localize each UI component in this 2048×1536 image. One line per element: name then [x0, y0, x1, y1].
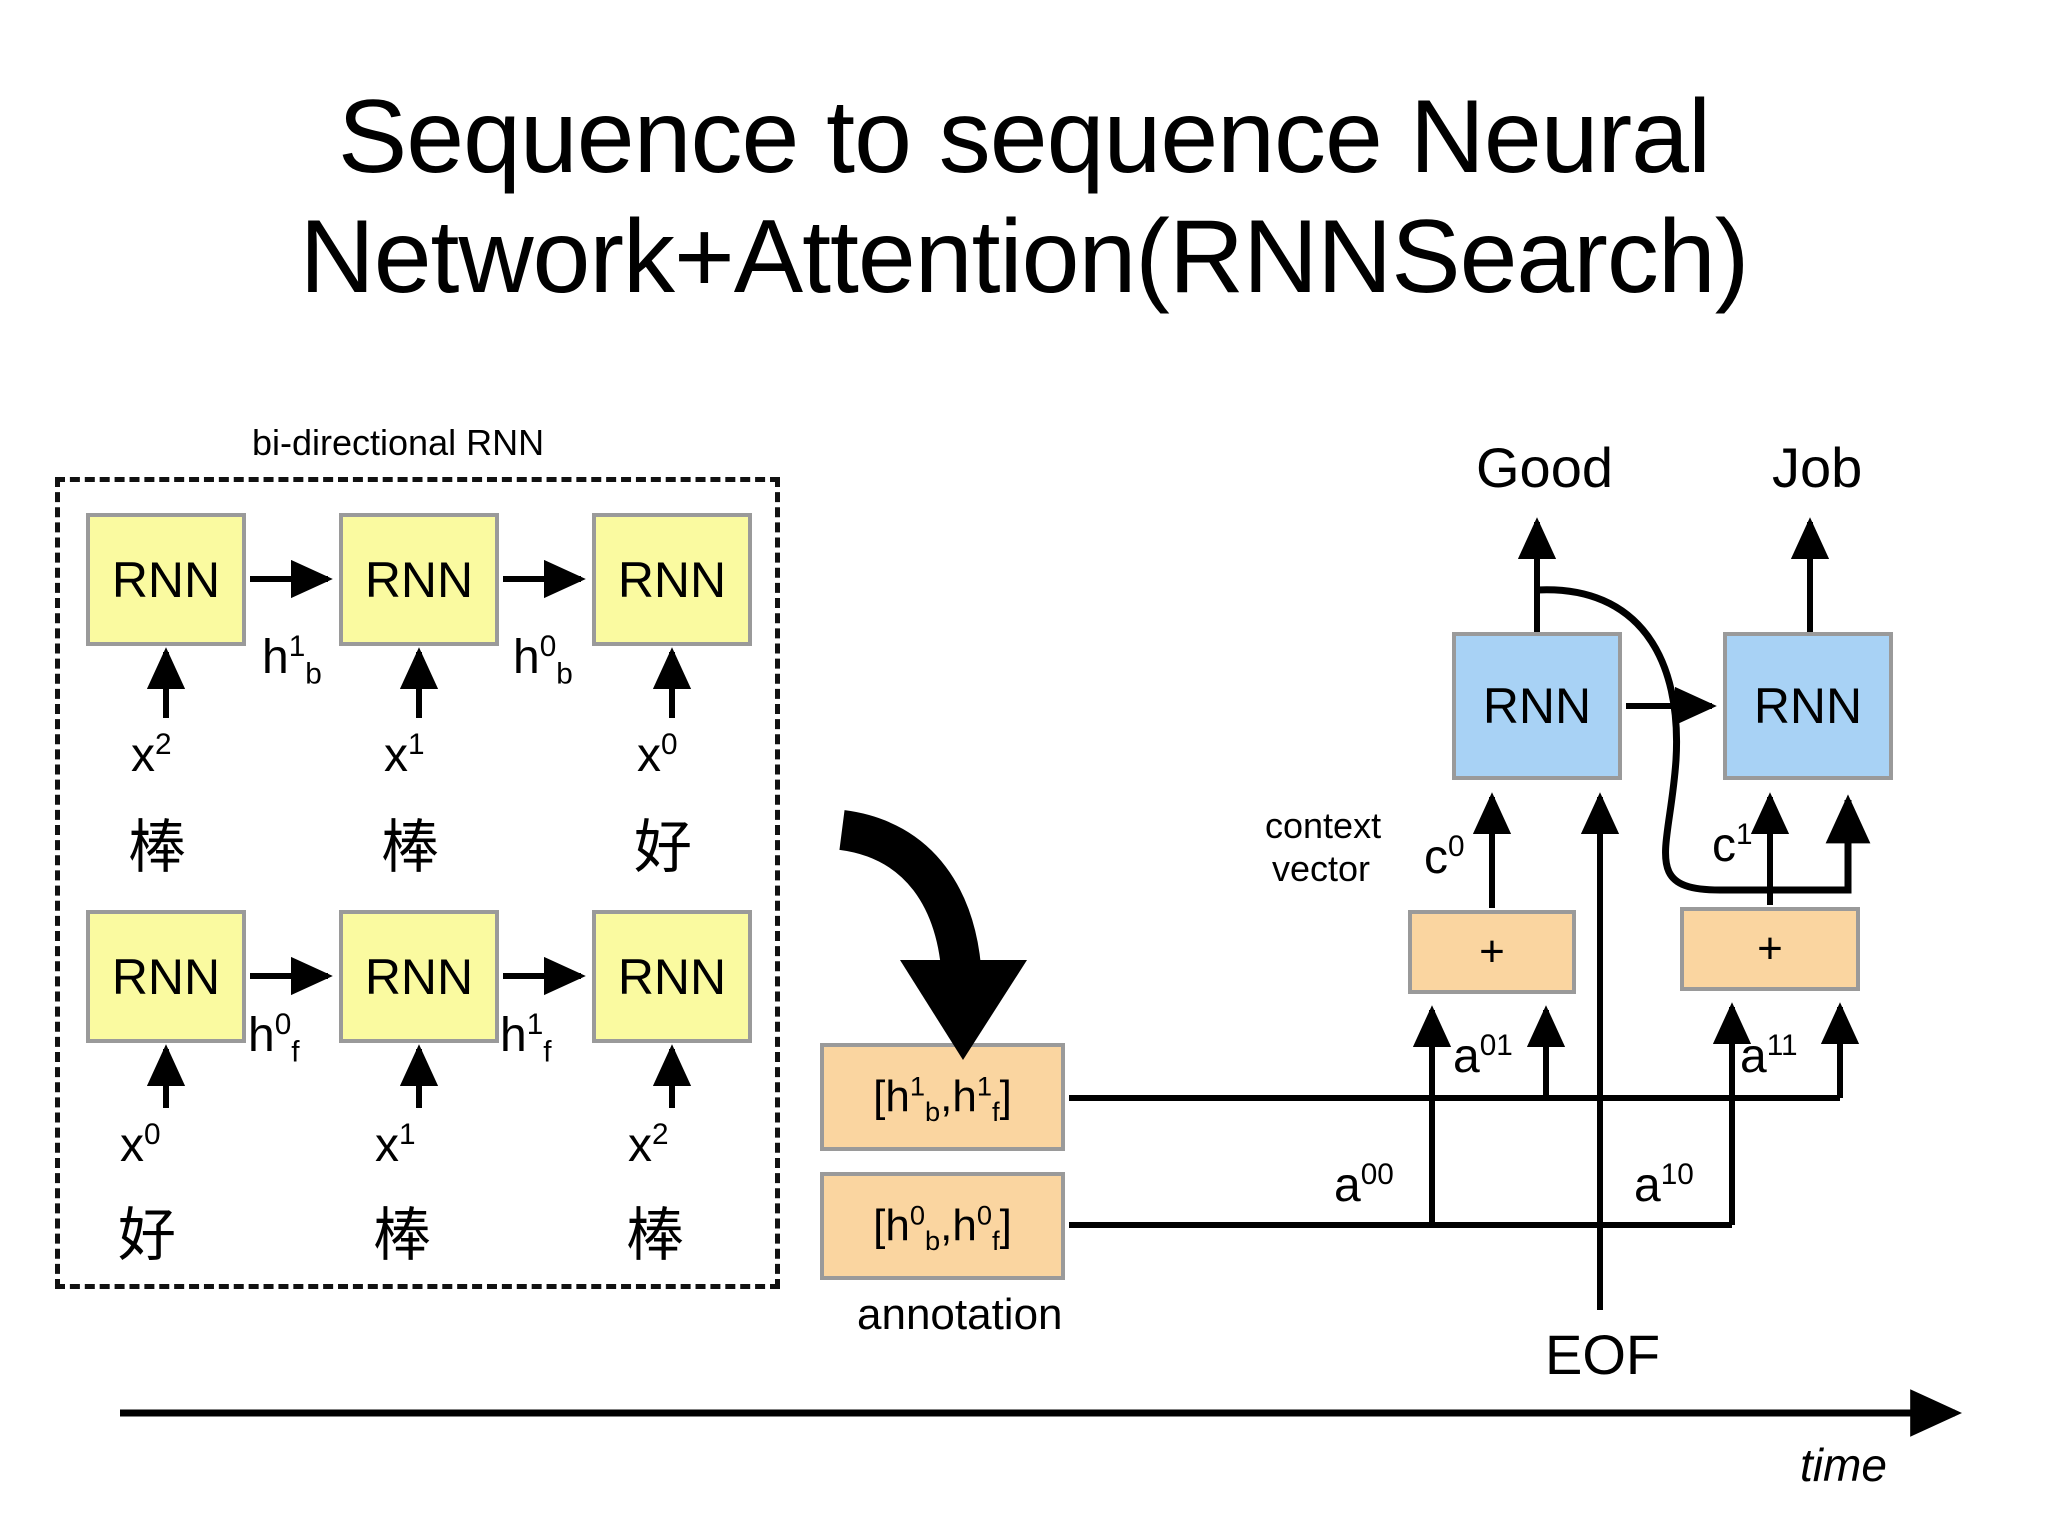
weight-superscript: 00 — [1360, 1158, 1394, 1191]
encoder-forward-token-2: 棒 — [626, 1201, 685, 1269]
bidirectional-rnn-label: bi-directional RNN — [252, 422, 545, 463]
encoder-forward-cell-0[interactable]: RNN — [86, 910, 246, 1043]
annotation-lower-text: [h0b,h0f] — [873, 1199, 1012, 1256]
sum-symbol: + — [1757, 924, 1783, 973]
context-vector-label-line2: vector — [1272, 848, 1371, 889]
hidden-label-h1b: h1b — [262, 630, 322, 691]
encoder-forward-input-symbol-1: x1 — [375, 1118, 416, 1172]
symbol-superscript: 0 — [661, 728, 678, 761]
hidden-superscript: 0 — [274, 1008, 292, 1041]
context-sum-box-1[interactable]: + — [1680, 907, 1860, 991]
attention-weight-a10: a10 — [1634, 1158, 1694, 1212]
hidden-superscript: 0 — [539, 630, 557, 663]
context-vector-c1: c1 — [1712, 818, 1753, 872]
hidden-label-h0b: h0b — [513, 630, 573, 691]
sum-symbol: + — [1479, 927, 1505, 976]
hidden-superscript: 1 — [526, 1008, 544, 1041]
hidden-label-h1f: h1f — [500, 1008, 552, 1069]
encoder-forward-token-0: 好 — [118, 1201, 177, 1269]
decoder-cell-1[interactable]: RNN — [1723, 632, 1893, 780]
encoder-backward-cell-0[interactable]: RNN — [86, 513, 246, 646]
annotation-caption: annotation — [857, 1290, 1063, 1339]
cell-label: RNN — [364, 551, 474, 608]
weight-superscript: 11 — [1766, 1029, 1798, 1062]
hidden-superscript: 1 — [288, 630, 306, 663]
encoder-backward-token-1: 棒 — [381, 813, 440, 881]
weight-superscript: 01 — [1479, 1029, 1513, 1062]
symbol-superscript: 1 — [408, 728, 425, 761]
annotation-box-lower[interactable]: [h0b,h0f] — [820, 1172, 1065, 1280]
hidden-subscript: f — [291, 1035, 300, 1069]
context-sum-box-0[interactable]: + — [1408, 910, 1576, 994]
symbol-superscript: 1 — [399, 1118, 416, 1151]
cell-label: RNN — [617, 948, 727, 1005]
bidirectional-rnn-group — [55, 477, 780, 1289]
attention-weight-a11: a11 — [1740, 1029, 1798, 1083]
cell-label: RNN — [1482, 678, 1592, 734]
hidden-label-h0f: h0f — [248, 1008, 300, 1069]
cell-label: RNN — [111, 551, 221, 608]
context-vector-c0: c0 — [1424, 830, 1465, 884]
annotation-upper-text: [h1b,h1f] — [873, 1070, 1012, 1127]
cell-label: RNN — [1753, 678, 1863, 734]
attention-weight-a01: a01 — [1453, 1029, 1513, 1083]
decoder-cell-0[interactable]: RNN — [1452, 632, 1622, 780]
encoder-backward-token-2: 好 — [634, 813, 693, 881]
encoder-backward-cell-2[interactable]: RNN — [592, 513, 752, 646]
encoder-forward-cell-2[interactable]: RNN — [592, 910, 752, 1043]
context-superscript: 1 — [1736, 818, 1753, 851]
decoder-output-job: Job — [1772, 436, 1863, 499]
encoder-forward-input-symbol-0: x0 — [120, 1118, 161, 1172]
attention-weight-a00: a00 — [1334, 1158, 1394, 1212]
eof-label: EOF — [1545, 1323, 1661, 1386]
weight-superscript: 10 — [1660, 1158, 1694, 1191]
symbol-superscript: 2 — [155, 728, 172, 761]
title-line-2: Network+Attention(RNNSearch) — [299, 198, 1750, 315]
encoder-forward-token-1: 棒 — [373, 1201, 432, 1269]
encoder-backward-cell-1[interactable]: RNN — [339, 513, 499, 646]
encoder-backward-input-symbol-2: x0 — [637, 728, 678, 782]
page-title: Sequence to sequence Neural Network+Atte… — [0, 78, 2048, 317]
encoder-forward-cell-1[interactable]: RNN — [339, 910, 499, 1043]
cell-label: RNN — [111, 948, 221, 1005]
cell-label: RNN — [617, 551, 727, 608]
annotation-box-upper[interactable]: [h1b,h1f] — [820, 1043, 1065, 1151]
context-superscript: 0 — [1448, 830, 1465, 863]
context-vector-label-line1: context — [1265, 805, 1382, 846]
symbol-superscript: 2 — [652, 1118, 669, 1151]
encoder-to-annotation-curve — [838, 810, 982, 982]
decoder-output-good: Good — [1476, 436, 1613, 499]
encoder-backward-input-symbol-0: x2 — [131, 728, 172, 782]
hidden-subscript: b — [305, 657, 322, 691]
time-axis-label: time — [1800, 1439, 1887, 1491]
cell-label: RNN — [364, 948, 474, 1005]
title-line-1: Sequence to sequence Neural — [337, 79, 1711, 195]
encoder-backward-token-0: 棒 — [128, 813, 187, 881]
hidden-subscript: f — [543, 1035, 552, 1069]
encoder-forward-input-symbol-2: x2 — [628, 1118, 669, 1172]
hidden-subscript: b — [556, 657, 573, 691]
encoder-backward-input-symbol-1: x1 — [384, 728, 425, 782]
symbol-superscript: 0 — [144, 1118, 161, 1151]
